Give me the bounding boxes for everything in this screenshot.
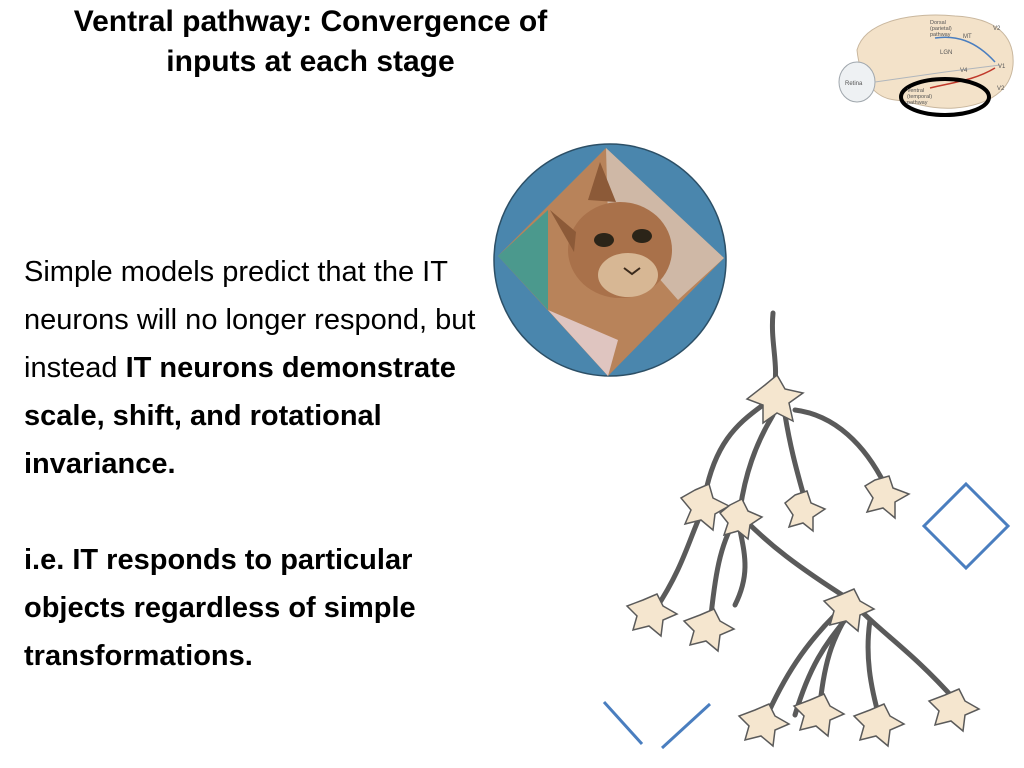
v-outline-shape	[602, 700, 712, 750]
label-v2-top: V2	[993, 26, 1001, 32]
label-ventral-sub1: (temporal)	[907, 94, 932, 100]
label-dorsal-sub1: (parietal)	[930, 26, 952, 32]
label-retina: Retina	[845, 81, 863, 87]
diamond-outline-shape	[921, 481, 1011, 571]
label-ventral: Ventral	[907, 88, 924, 94]
label-lgn: LGN	[940, 50, 952, 56]
label-mt: MT	[963, 34, 972, 40]
label-dorsal: Dorsal	[930, 20, 946, 26]
title-line-2: inputs at each stage	[166, 45, 455, 78]
slide-title: Ventral pathway: Convergence of inputs a…	[18, 2, 603, 82]
title-line-1: Ventral pathway: Convergence of	[73, 5, 548, 38]
neuron-hierarchy-diagram	[625, 310, 981, 748]
label-v2-bottom: V2	[997, 86, 1005, 92]
body-text: Simple models predict that the IT neuron…	[24, 248, 494, 680]
brain-pathway-diagram: Dorsal (parietal) pathway MT V2 LGN V1 V…	[838, 14, 1014, 117]
body-bold-text: IT neurons demonstrate scale, shift, and…	[24, 352, 456, 480]
label-ventral-sub2: pathway	[907, 100, 928, 106]
body-paragraph: Simple models predict that the IT neuron…	[24, 248, 494, 488]
label-v4: V4	[960, 68, 968, 74]
body-plain-text: Simple models predict that the IT neuron…	[24, 256, 476, 384]
label-dorsal-sub2: pathway	[930, 32, 951, 38]
example-paragraph: i.e. IT responds to particular objects r…	[24, 544, 416, 672]
rotated-cat-image	[493, 143, 727, 377]
label-v1: V1	[998, 64, 1006, 70]
